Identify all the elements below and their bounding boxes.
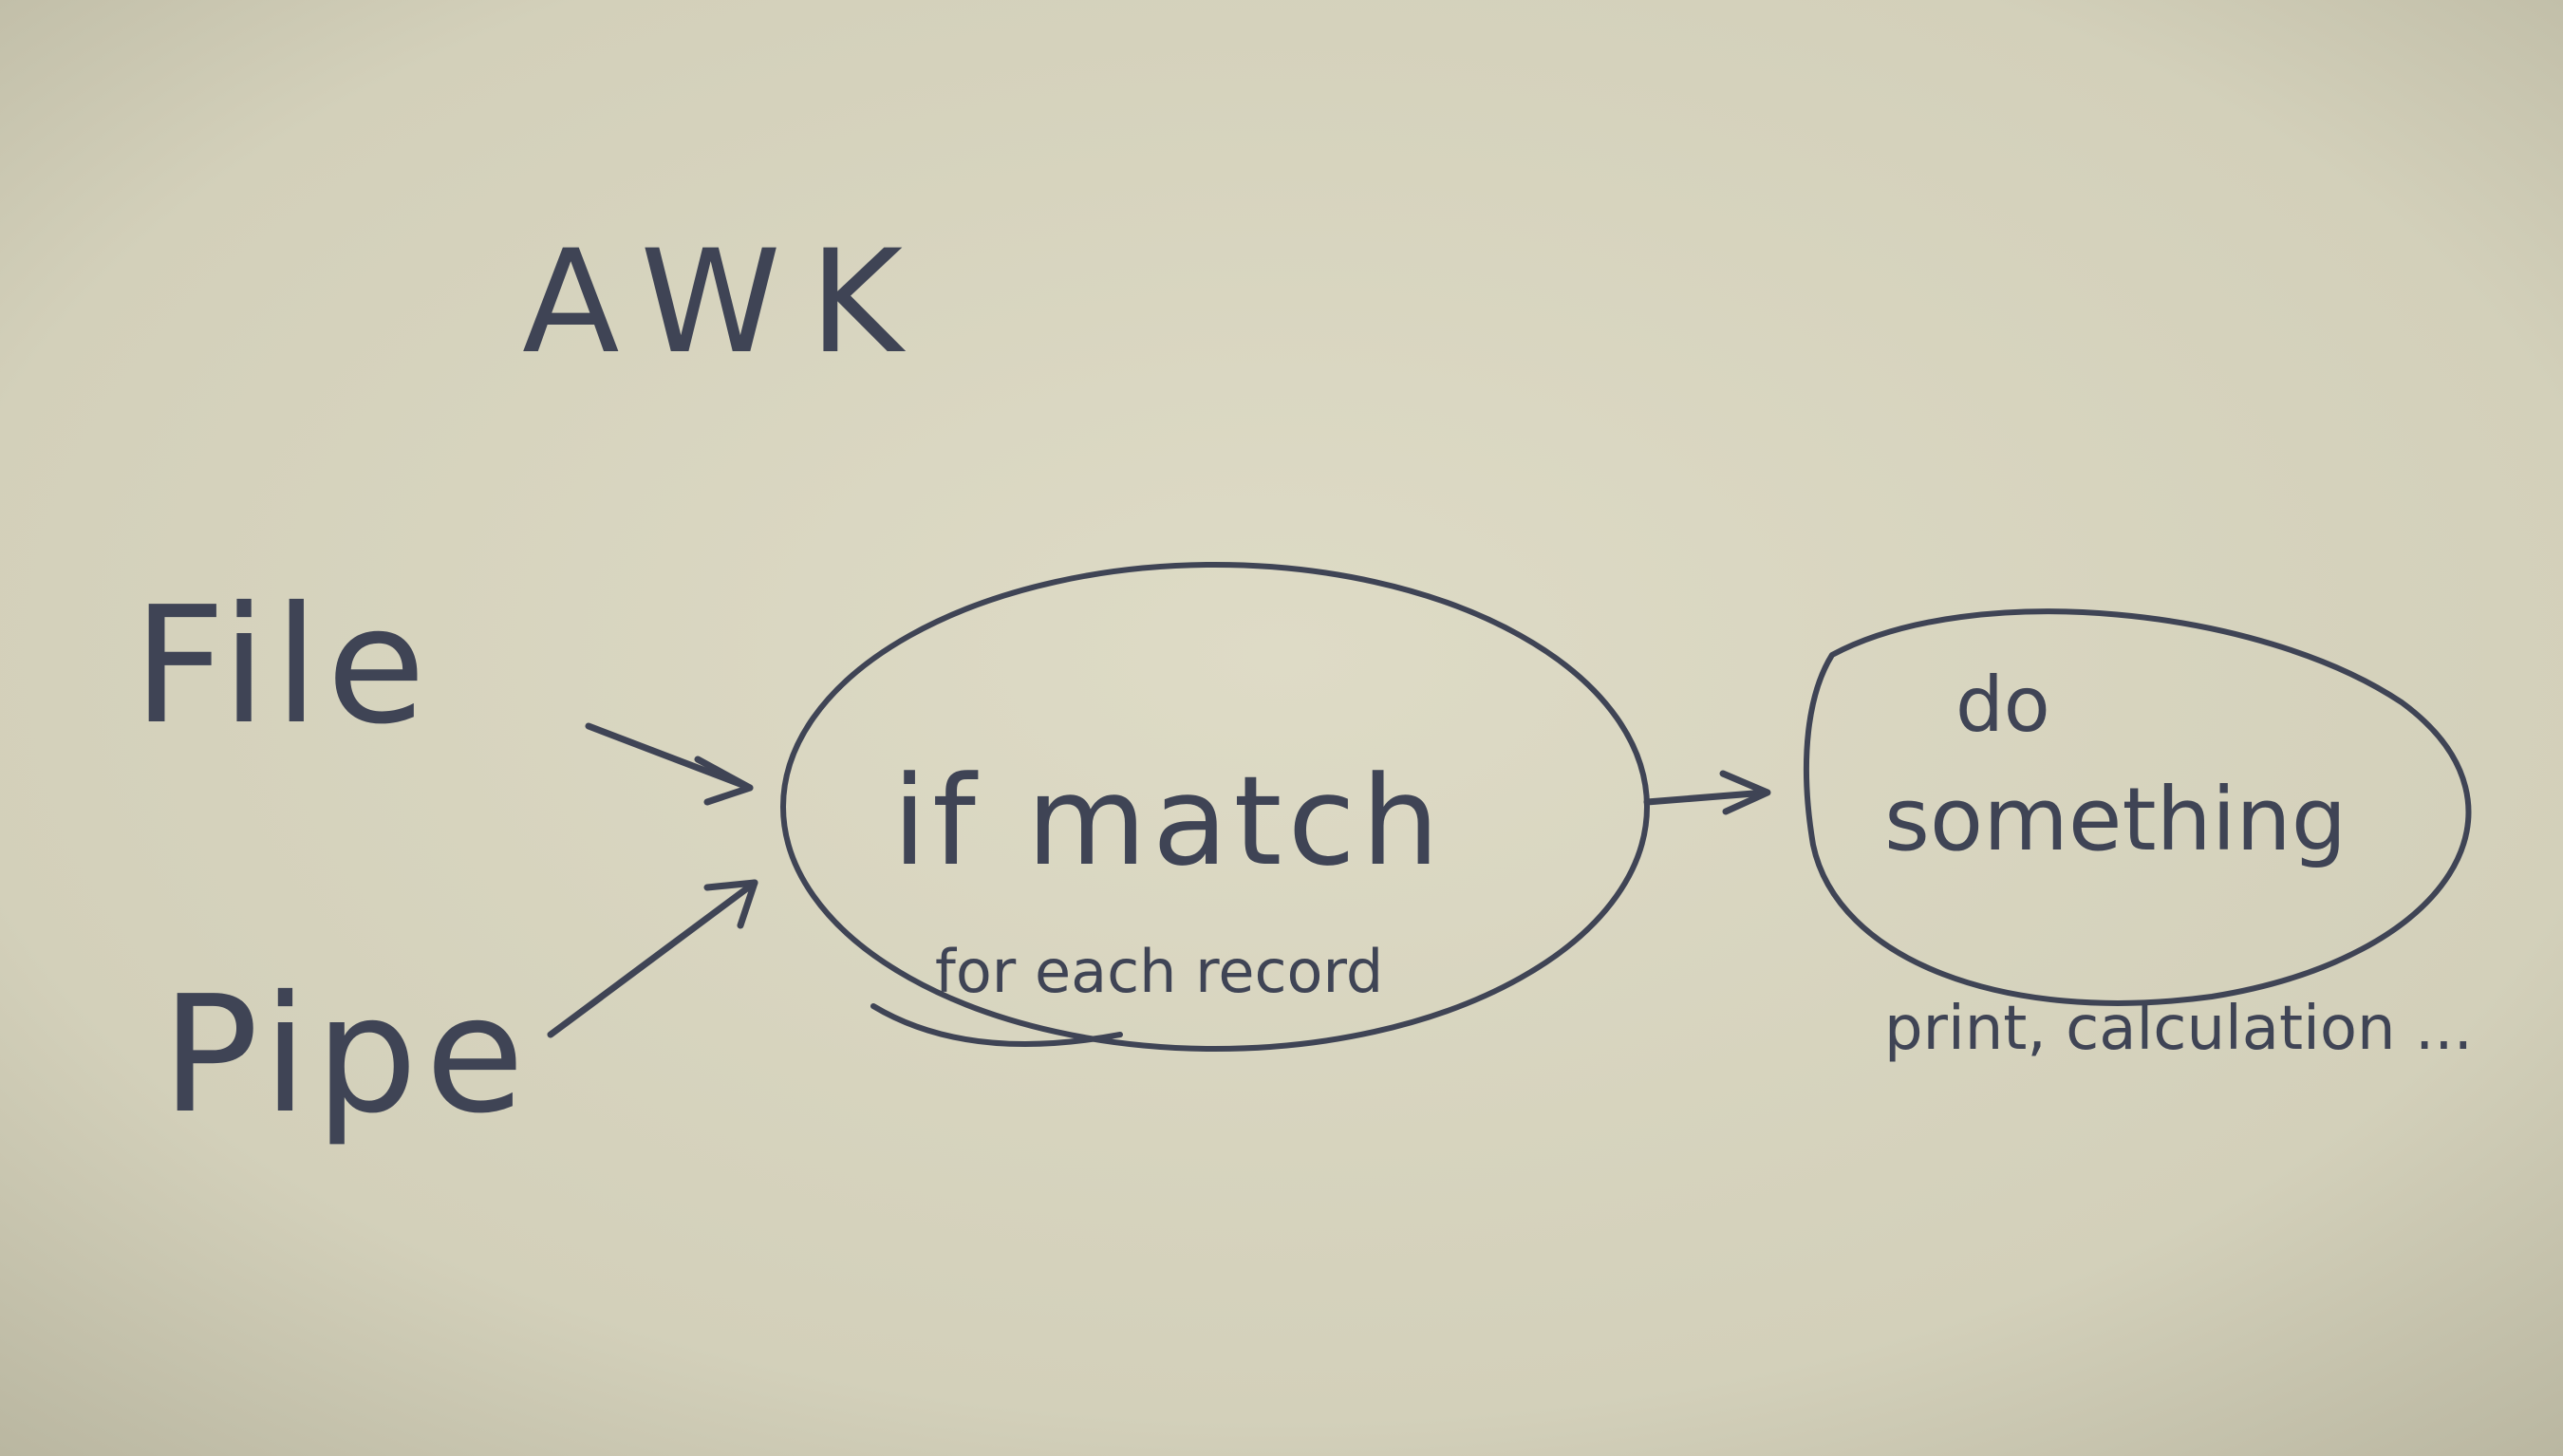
match-sublabel: for each record [935,937,1383,1006]
ellipse-overlap-stroke [870,1003,1123,1047]
action-label-line2: something [1884,769,2347,870]
input-label-pipe: Pipe [161,961,533,1149]
arrowhead-icon [1719,770,1771,815]
arrowhead-icon [703,879,758,929]
match-ellipse [780,562,1650,1052]
action-label-line1: do [1955,661,2050,749]
match-label: if match [892,749,1445,893]
node-match: if match for each record [780,562,1650,1052]
arrowhead-icon [694,756,754,806]
edge-match-to-action [1643,770,1771,815]
input-label-file: File [133,572,433,760]
action-ellipse [1803,608,2472,1006]
action-caption: print, calculation ... [1884,994,2473,1064]
diagram-title: AWK [522,220,931,385]
edge-pipe-to-match [547,879,758,1038]
node-action: do something print, calculation ... [1803,608,2473,1064]
edge-file-to-match [585,722,754,806]
